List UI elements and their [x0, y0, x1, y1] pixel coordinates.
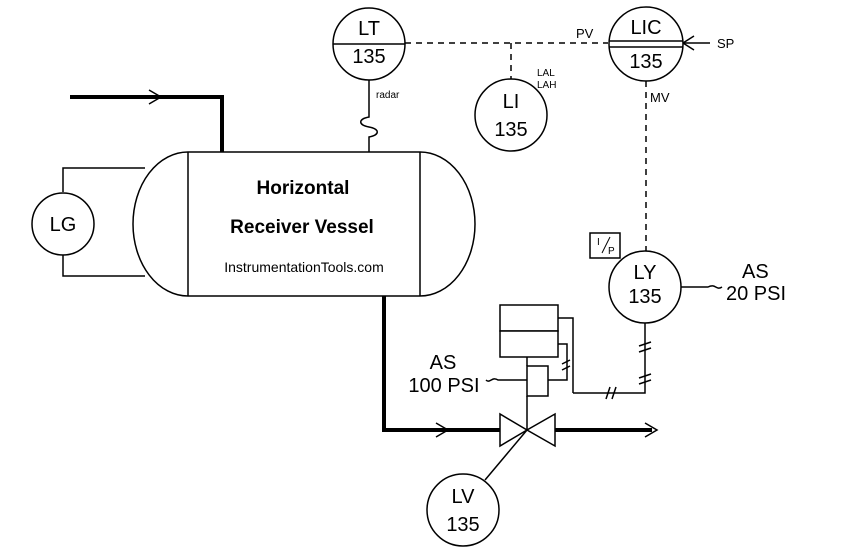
lic-controller: SP LIC 135: [608, 6, 734, 82]
pneumatic-signal-line: [573, 323, 652, 400]
vessel-title-line1: Horizontal: [257, 178, 350, 199]
lah-label: LAH: [537, 80, 556, 91]
ip-i-label: I: [597, 237, 600, 248]
lal-label: LAL: [537, 68, 555, 79]
air-supply-100: AS 100 PSI: [408, 352, 505, 397]
lg-level-gauge: LG: [31, 167, 145, 277]
ly-tag: LY: [634, 262, 657, 284]
ly-transducer: LY 135 AS 20 PSI: [608, 250, 786, 324]
sp-label: SP: [717, 36, 734, 51]
valve-actuator: [499, 304, 574, 430]
li-tag: LI: [503, 91, 520, 113]
inlet-line: [70, 89, 224, 152]
lt-tag: LT: [358, 18, 380, 40]
ip-p-label: P: [608, 246, 615, 257]
lg-tag: LG: [50, 214, 77, 236]
li-indicator: LI 135 LAL LAH: [474, 68, 556, 152]
lt-transmitter: LT 135 radar: [332, 7, 406, 152]
as-valve-line1: AS: [430, 352, 457, 374]
lic-number: 135: [629, 51, 662, 73]
vessel-title-line2: Receiver Vessel: [230, 217, 374, 238]
control-valve-body: [499, 412, 556, 448]
outlet-line: [382, 296, 659, 438]
ly-number: 135: [628, 286, 661, 308]
watermark-text: InstrumentationTools.com: [224, 259, 384, 275]
li-number: 135: [494, 119, 527, 141]
lv-tag: LV: [452, 486, 476, 508]
pv-label: PV: [576, 26, 594, 41]
lv-number: 135: [446, 514, 479, 536]
radar-label: radar: [376, 90, 400, 101]
ip-converter-symbol: I P: [589, 232, 621, 259]
as-ly-line1: AS: [742, 261, 769, 283]
horizontal-receiver-vessel: Horizontal Receiver Vessel Instrumentati…: [132, 151, 476, 297]
mv-label: MV: [650, 90, 670, 105]
lic-tag: LIC: [630, 17, 661, 39]
as-valve-line2: 100 PSI: [408, 375, 479, 397]
lv-valve-tag: LV 135: [426, 429, 528, 547]
as-ly-line2: 20 PSI: [726, 283, 786, 305]
lt-number: 135: [352, 46, 385, 68]
